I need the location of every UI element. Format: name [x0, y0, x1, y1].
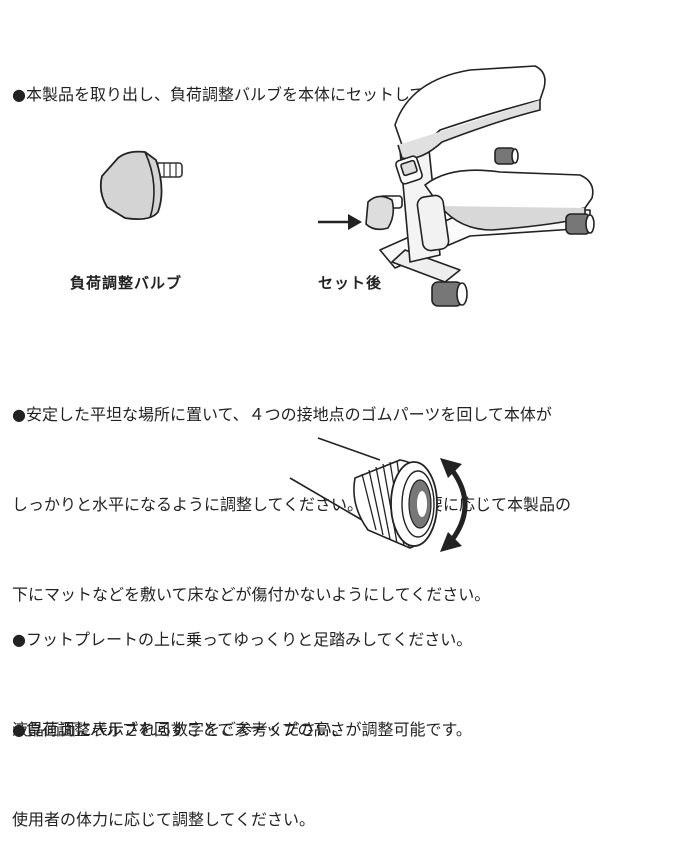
instruction-2-line-1: ●安定した平坦な場所に置いて、４つの接地点のゴムパーツを回して本体が: [12, 405, 552, 424]
rotate-arrow-icon: [440, 458, 468, 552]
instruction-3-line-1: ●フットプレートの上に乗ってゆっくりと足踏みしてください。: [12, 630, 473, 649]
rubber-foot-illustration: [289, 437, 438, 549]
instruction-1: ●本製品を取り出し、負荷調整バルブを本体にセットしてください。: [12, 20, 505, 140]
after-set-caption: セット後: [318, 274, 383, 292]
load-valve-illustration: [99, 150, 183, 221]
valve-caption: 負荷調整バルブ: [70, 274, 183, 292]
instruction-4-line-2: 使用者の体力に応じて調整してください。: [12, 810, 316, 829]
instruction-2-line-3: 下にマットなどを敷いて床などが傷付かないようにしてください。: [12, 585, 491, 604]
instruction-1-line: ●本製品を取り出し、負荷調整バルブを本体にセットしてください。: [12, 85, 506, 104]
right-arrow-icon: [318, 214, 362, 230]
stepper-illustration: [365, 65, 595, 307]
illustrations: [99, 65, 595, 552]
